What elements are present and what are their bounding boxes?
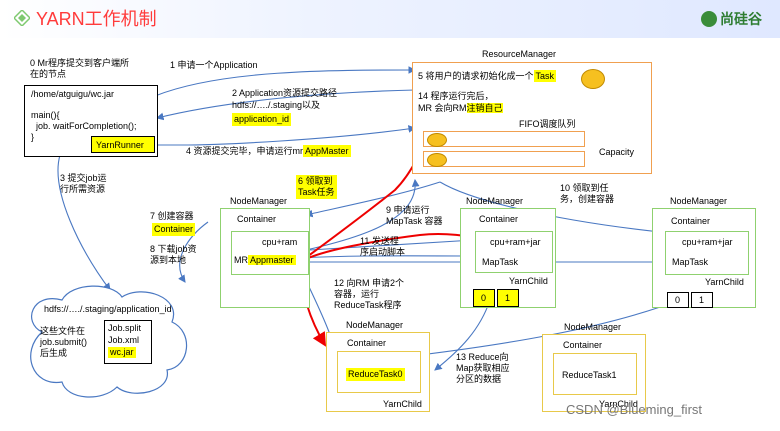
step-7-text: 7 创建容器 — [150, 211, 194, 221]
yarn-runner-box: YarnRunner — [91, 136, 155, 153]
step-12-label: 12 向RM 申请2个 容器，运行 ReduceTask程序 — [334, 278, 405, 310]
step-2-line1: 2 Application资源提交路径 — [232, 88, 338, 98]
nm-app-container: Container — [237, 214, 277, 224]
nm-map1-partition-1-label: 1 — [505, 293, 511, 303]
nm-app-cpu: cpu+ram — [262, 237, 298, 247]
nm-app-title: NodeManager — [230, 196, 288, 206]
nm-map1-partition-0: 0 — [473, 289, 495, 307]
step-7-container: Container — [152, 223, 196, 236]
nm-red0-inner: ReduceTask0 — [337, 351, 421, 393]
nm-map1-partition-0-label: 0 — [481, 293, 487, 303]
nm-red1-inner: ReduceTask1 — [553, 353, 637, 395]
nm-red1-title: NodeManager — [564, 322, 622, 332]
nm-map2-partition-0-label: 0 — [675, 295, 681, 305]
nm-red1-task: ReduceTask1 — [562, 370, 617, 380]
rm-step14-line1: 14 程序运行完后， — [418, 91, 494, 101]
queue-task-circle-2 — [427, 153, 447, 167]
nm-map2-partition-1-label: 1 — [699, 295, 705, 305]
step-13-label: 13 Reduce向 Map获取相应 分区的数据 — [456, 352, 510, 384]
nm-map2-container: Container — [671, 216, 711, 226]
hdfs-files-box: Job.split Job.xml wc.jar — [104, 320, 152, 364]
brand-logo-icon — [701, 11, 717, 27]
client-node-label: 0 Mr程序提交到客户端所在的节点 — [30, 58, 130, 79]
step-2-application-id: application_id — [232, 113, 292, 126]
rm-step14-hl: 注销自己 — [466, 103, 503, 113]
nm-red0-title: NodeManager — [346, 320, 404, 330]
nm-map1-child: YarnChild — [509, 276, 548, 286]
nm-red1-container: Container — [563, 340, 603, 350]
nm-app-mr-text: MR — [234, 255, 248, 265]
nm-map1-inner: cpu+ram+jar MapTask — [475, 231, 553, 273]
page-title: YARN工作机制 — [36, 9, 157, 29]
nm-red0-task: ReduceTask0 — [346, 368, 405, 381]
rm-task-circle — [581, 69, 605, 89]
hdfs-note: 这些文件在 job.submit() 后生成 — [40, 326, 88, 358]
step-1-label: 1 申请一个Application — [170, 60, 258, 70]
step-2-line2: hdfs://…./.staging以及 — [232, 100, 321, 110]
nm-red1-child: YarnChild — [599, 399, 638, 409]
nm-map1-task: MapTask — [482, 257, 519, 267]
rm-title: ResourceManager — [482, 49, 557, 59]
nm-red1-box: Container ReduceTask1 YarnChild — [542, 334, 646, 412]
yarn-runner-label: YarnRunner — [96, 140, 144, 150]
header-banner — [0, 0, 780, 38]
fifo-title: FIFO调度队列 — [519, 119, 576, 129]
logo-diamond-icon — [12, 8, 32, 28]
step-4-text: 4 资源提交完毕，申请运行mr — [186, 146, 304, 156]
fifo-queue-row-1 — [423, 131, 585, 147]
step-8-label: 8 下载job资 源到本地 — [150, 244, 197, 265]
nm-map2-partition-0: 0 — [667, 292, 689, 308]
queue-task-circle-1 — [427, 133, 447, 147]
step-9-label: 9 申请运行 MapTask 容器 — [386, 205, 443, 226]
fifo-queue-row-2 — [423, 151, 585, 167]
file-wc-jar: wc.jar — [108, 347, 136, 358]
rm-step14-text: MR 会向RM — [418, 103, 467, 113]
watermark: CSDN @Blueming_first — [566, 402, 703, 417]
nm-map1-partition-1: 1 — [497, 289, 519, 307]
client-code-line1: main(){ — [31, 110, 60, 120]
nm-app-appmaster: Appmaster — [248, 255, 296, 265]
nm-red0-box: Container ReduceTask0 YarnChild — [326, 332, 430, 412]
hdfs-path: hdfs://…./.staging/application_id — [44, 304, 172, 314]
nm-map2-partition-1: 1 — [691, 292, 713, 308]
step-10-label: 10 领取到任 务，创建容器 — [560, 183, 615, 204]
nm-map2-title: NodeManager — [670, 196, 728, 206]
rm-step5-task: Task — [533, 70, 557, 82]
client-jar-path: /home/atguigu/wc.jar — [31, 89, 115, 99]
client-code-line3: } — [31, 132, 35, 142]
nm-map2-child: YarnChild — [705, 277, 744, 287]
step-11-label: 11 发送程 序启动脚本 — [360, 236, 406, 257]
step-4-appmaster: AppMaster — [303, 145, 351, 157]
client-code-line2: job. waitForCompletion(); — [31, 121, 137, 131]
brand-name: 尚硅谷 — [720, 11, 762, 27]
nm-map2-cpu: cpu+ram+jar — [682, 237, 733, 247]
nm-red0-container: Container — [347, 338, 387, 348]
nm-map1-box: Container cpu+ram+jar MapTask YarnChild … — [460, 208, 556, 308]
nm-map1-cpu: cpu+ram+jar — [490, 237, 541, 247]
step-3-label: 3 提交job运 行所需资源 — [60, 173, 107, 194]
nm-map2-inner: cpu+ram+jar MapTask — [665, 231, 749, 275]
file-job-split: Job.split — [108, 323, 142, 333]
capacity-label: Capacity — [599, 147, 635, 157]
file-job-xml: Job.xml — [108, 335, 140, 345]
client-box: /home/atguigu/wc.jar main(){ job. waitFo… — [24, 85, 158, 157]
nm-map1-title: NodeManager — [466, 196, 524, 206]
step-6-label: 6 领取到 Task任务 — [296, 175, 337, 199]
nm-map2-task: MapTask — [672, 257, 709, 267]
rm-step14-line2: MR 会向RM注销自己 — [418, 103, 503, 114]
nm-red0-child: YarnChild — [383, 399, 422, 409]
nm-map1-container: Container — [479, 214, 519, 224]
rm-step5-text: 5 将用户的请求初始化成一个 — [418, 71, 534, 81]
nm-map2-box: Container cpu+ram+jar MapTask YarnChild … — [652, 208, 756, 308]
